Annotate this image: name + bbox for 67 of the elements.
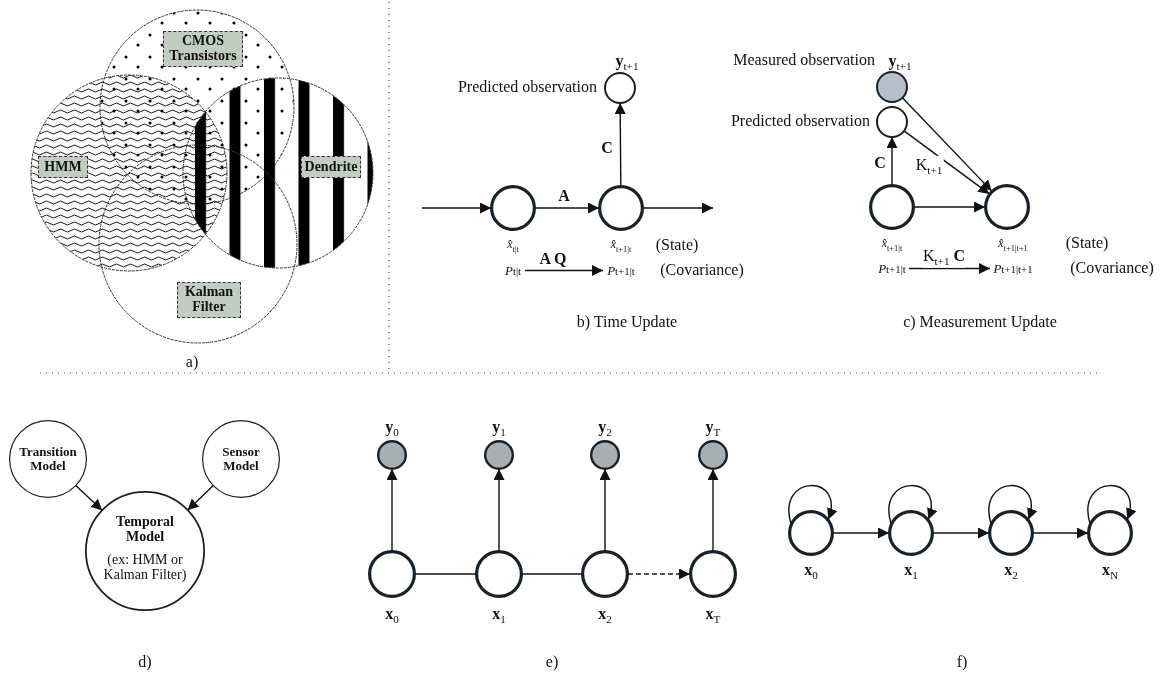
- variable-label: y$_{1}$: [492, 417, 506, 439]
- node-label: Temporal Model: [115, 513, 175, 545]
- variable-label: y$_{0}$: [385, 417, 399, 439]
- venn-label: Dendrite: [301, 156, 361, 178]
- variable-label: y$_{t+1}$: [888, 51, 912, 73]
- panel-caption: b) Time Update: [575, 313, 679, 331]
- arrow: [832, 527, 890, 539]
- arrow: [421, 202, 492, 214]
- arrow: [493, 468, 505, 552]
- arrow: [614, 102, 626, 187]
- variable-label: x$_{1}$: [492, 604, 506, 626]
- self-loop-arrow: [1087, 484, 1136, 525]
- variable-label: x̂$_{t+1|t}$: [881, 237, 903, 253]
- arrow: [913, 201, 986, 213]
- arrow: [186, 484, 215, 511]
- arrow: [903, 130, 990, 195]
- variable-label: x$_{T}$: [705, 604, 721, 626]
- panel-caption: c) Measurement Update: [902, 313, 1058, 331]
- venn-label: CMOS Transistors: [163, 31, 243, 67]
- variable-label: x$_{2}$: [1004, 560, 1018, 582]
- arrow: [524, 265, 604, 276]
- node-label: (ex: HMM or Kalman Filter): [102, 551, 188, 583]
- node-caption: Measured observation: [733, 51, 875, 69]
- arrow: [74, 484, 103, 512]
- panel-caption: f): [955, 653, 969, 671]
- panel-caption: e): [544, 653, 560, 671]
- arrow: [932, 527, 990, 539]
- variable-label: x$_{0}$: [804, 560, 818, 582]
- node-caption: Predicted observation: [730, 112, 870, 130]
- panel-caption: d): [137, 653, 153, 671]
- node-label: Transition Model: [18, 444, 78, 474]
- variable-label: y$_{t+1}$: [615, 51, 639, 73]
- arrow: [886, 136, 898, 186]
- variable-label: x$_{0}$: [385, 604, 399, 626]
- connector-line: [521, 573, 583, 575]
- arrow: [1032, 527, 1089, 539]
- panel-caption: a): [184, 353, 200, 371]
- variable-label: x̂$_{t+1|t+1}$: [998, 237, 1028, 253]
- arrow: [707, 468, 719, 552]
- variable-label: x$_{N}$: [1101, 560, 1119, 582]
- arrow: [386, 468, 398, 552]
- arrow: [901, 97, 993, 192]
- edge-label: K$_{t+1}$: [914, 155, 944, 177]
- node-label: Sensor Model: [221, 444, 261, 474]
- variable-label: x$_{2}$: [598, 604, 612, 626]
- annotation: (State): [654, 236, 700, 254]
- edge-label: A Q: [538, 250, 568, 268]
- annotation: (State): [1064, 234, 1110, 252]
- annotation: (Covariance): [659, 261, 745, 279]
- arrow: [534, 202, 600, 214]
- variable-label: x$_{1}$: [904, 560, 918, 582]
- self-loop-arrow: [988, 484, 1037, 525]
- variable-label: x̂$_{t|t}$: [507, 238, 519, 254]
- variable-label: x̂$_{t+1|t}$: [610, 238, 632, 254]
- venn-label: HMM: [38, 156, 88, 178]
- connector-line: [414, 573, 477, 575]
- annotation: (Covariance): [1069, 259, 1155, 277]
- self-loop-arrow: [788, 484, 837, 525]
- arrow: [908, 263, 991, 274]
- arrow: [599, 468, 611, 552]
- arrow: [627, 568, 691, 580]
- variable-label: y$_{2}$: [598, 417, 612, 439]
- variable-label: y$_{T}$: [705, 417, 721, 439]
- arrow: [642, 202, 714, 214]
- venn-label: Kalman Filter: [177, 282, 241, 318]
- self-loop-arrow: [888, 484, 937, 525]
- node-caption: Predicted observation: [457, 78, 597, 96]
